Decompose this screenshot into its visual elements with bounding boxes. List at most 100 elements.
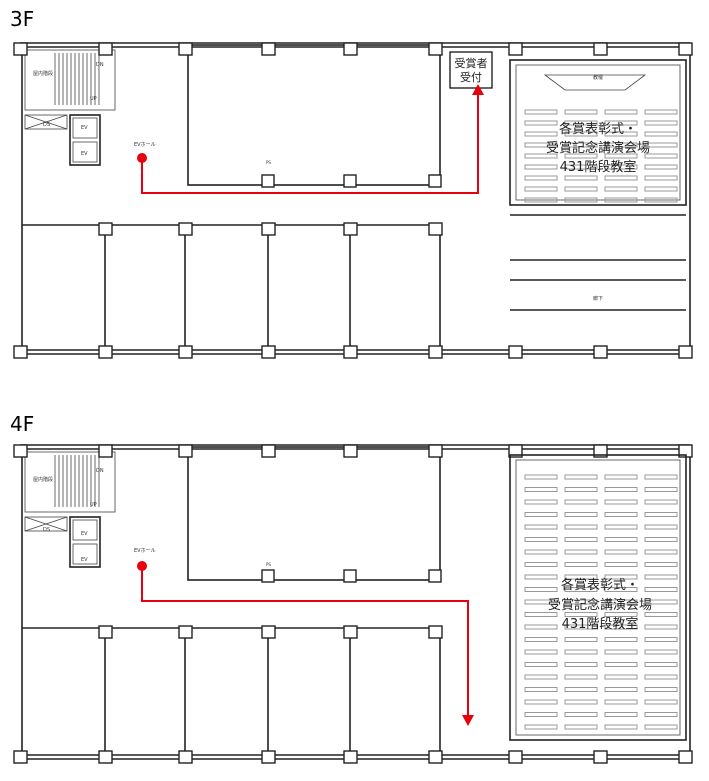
seat-row — [644, 637, 678, 642]
seat-row — [644, 487, 678, 492]
seat-row — [644, 674, 678, 680]
ps-shaft — [261, 174, 275, 188]
ev-label: EV — [81, 531, 88, 537]
column — [98, 42, 113, 56]
seat-row — [524, 109, 558, 115]
column — [343, 750, 358, 764]
ps-shaft — [343, 174, 357, 188]
column — [261, 444, 276, 458]
exterior-wall-side — [21, 45, 691, 352]
seat-row — [644, 549, 678, 555]
lower-room-wall — [22, 224, 441, 352]
seat-row — [644, 186, 678, 192]
seat-row — [644, 524, 678, 530]
column — [178, 444, 193, 458]
elevator-car — [72, 519, 98, 541]
seat-row — [524, 724, 558, 730]
lower-room-wall — [22, 627, 441, 757]
route-line — [141, 92, 479, 194]
column — [593, 750, 608, 764]
column — [678, 42, 693, 56]
auditorium-wall — [509, 59, 687, 206]
column — [428, 750, 443, 764]
seat-row — [604, 649, 638, 655]
seat-row — [524, 175, 558, 181]
seat-row — [604, 562, 638, 567]
seat-row — [564, 487, 598, 492]
elevator-block — [69, 114, 101, 166]
seat-row — [524, 674, 558, 680]
ev-hall-label: EVホール — [134, 548, 156, 554]
seat-row — [564, 574, 598, 580]
seat-row — [644, 109, 678, 115]
column — [428, 42, 443, 56]
seat-row — [604, 131, 638, 137]
dn-label: DN — [96, 62, 104, 68]
ds-shaft — [24, 114, 68, 130]
seat-row — [644, 699, 678, 705]
seat-row — [564, 175, 598, 181]
column — [593, 444, 608, 458]
seat-row — [564, 612, 598, 617]
seat-row — [524, 512, 558, 517]
elevator-car — [72, 117, 98, 139]
seat-row — [524, 120, 558, 126]
ds-label: DS — [43, 527, 50, 533]
column — [428, 625, 443, 639]
seat-row — [644, 649, 678, 655]
column — [593, 345, 608, 359]
ev-label: EV — [81, 151, 88, 157]
seat-row — [524, 499, 558, 505]
seat-row — [564, 142, 598, 148]
seat-row — [604, 699, 638, 705]
seat-row — [644, 164, 678, 170]
seat-row — [564, 699, 598, 705]
seat-row — [524, 153, 558, 159]
seat-row — [644, 724, 678, 730]
ev-hall-label: EVホール — [134, 142, 156, 148]
auditorium-inner-wall — [515, 64, 681, 201]
seat-row — [604, 524, 638, 530]
seat-row — [524, 164, 558, 170]
column — [178, 750, 193, 764]
seat-row — [604, 153, 638, 159]
seat-row — [524, 599, 558, 605]
column — [508, 345, 523, 359]
seat-row — [564, 637, 598, 642]
seat-row — [524, 712, 558, 717]
seat-row — [524, 186, 558, 192]
column — [261, 222, 276, 236]
column — [98, 625, 113, 639]
reception-box — [449, 51, 493, 89]
elevator-car — [72, 543, 98, 565]
column — [261, 625, 276, 639]
floor-3f: 3F 屋内階段 DN UP DS EV EV EVホール 教壇 廊下 PS 受賞… — [10, 7, 693, 359]
ev-label: EV — [81, 125, 88, 131]
seat-row — [564, 537, 598, 542]
elevator-block — [69, 516, 101, 568]
seat-row — [564, 197, 598, 203]
seat-row — [524, 131, 558, 137]
seat-row — [564, 186, 598, 192]
seat-row — [524, 624, 558, 630]
seat-row — [644, 499, 678, 505]
ps-label: PS — [266, 160, 271, 165]
seat-row — [564, 562, 598, 567]
column — [678, 345, 693, 359]
seat-row — [604, 662, 638, 667]
seat-row — [564, 674, 598, 680]
column — [98, 222, 113, 236]
seat-row — [604, 537, 638, 542]
exterior-wall-side — [21, 447, 691, 757]
seat-row — [644, 624, 678, 630]
route-arrow-icon — [472, 84, 484, 95]
seat-row — [644, 574, 678, 580]
seat-row — [604, 109, 638, 115]
ps-shaft — [428, 174, 442, 188]
seat-row — [524, 662, 558, 667]
upper-room-block — [187, 44, 441, 186]
seat-row — [644, 562, 678, 567]
venue-label: 431階段教室 — [560, 159, 637, 175]
seat-row — [644, 474, 678, 480]
